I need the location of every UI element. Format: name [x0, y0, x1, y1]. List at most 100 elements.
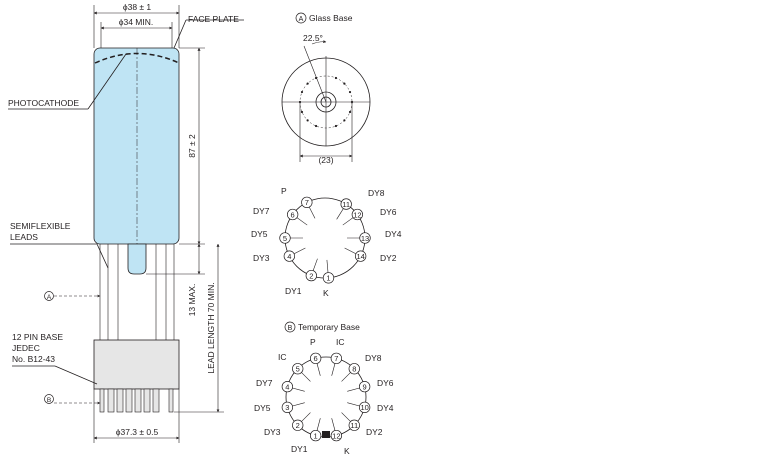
pin-number: 2 — [309, 271, 313, 280]
pin-number-circle — [286, 208, 299, 221]
pin-number: 5 — [296, 365, 300, 374]
pin-number: 3 — [285, 403, 289, 412]
pin-number: 7 — [334, 354, 338, 363]
pin-number-circle — [301, 196, 313, 209]
pin-number: 9 — [363, 382, 367, 391]
pin-number-circle — [292, 419, 304, 431]
pin-number-circle — [340, 198, 352, 210]
pin-number: 4 — [285, 382, 289, 391]
pin-b-label-dy1: DY1 — [291, 444, 308, 454]
tip-max-label: 13 MAX. — [187, 284, 197, 317]
glass-base-pin-dot — [300, 110, 304, 114]
glass-base-pin-dot — [334, 124, 338, 128]
glass-base-pin-dot — [314, 124, 318, 128]
glass-base-pin-dot — [343, 82, 346, 85]
pin-number: 1 — [314, 431, 318, 440]
pin-a-label-dy3: DY3 — [253, 253, 270, 263]
pin-b-label-dy6: DY6 — [377, 378, 394, 388]
exhaust-tip — [127, 243, 147, 275]
pin-number: 11 — [350, 421, 358, 430]
pin-number-circle — [358, 380, 371, 393]
svg-text:DY8: DY8 — [368, 188, 385, 198]
pin-number: 12 — [353, 210, 361, 219]
pin-a-label-dy5: DY5 — [251, 229, 268, 239]
glass-base-pin-dot — [343, 119, 346, 122]
glass-base-marker — [295, 12, 307, 24]
glass-base-dimension: (23) — [318, 155, 333, 165]
glass-base-pin-dot — [306, 82, 309, 85]
pin-number-circle — [348, 363, 360, 375]
pin-number: 14 — [356, 252, 364, 261]
min-diameter-label: ϕ34 MIN. — [119, 17, 154, 27]
section-b-letter: B — [47, 397, 51, 404]
section-a-letter: A — [47, 294, 52, 301]
glass-base-pin-dot — [348, 90, 352, 94]
pin-b-label-dy8: DY8 — [365, 353, 382, 363]
pin-number-circle — [309, 352, 322, 365]
pin-number-circle — [281, 401, 294, 414]
base-label-2: JEDEC — [12, 343, 40, 353]
semiflexible-label-2: LEADS — [10, 232, 38, 242]
pin-b-label-dy2: DY2 — [366, 427, 383, 437]
pin-number: 5 — [283, 234, 287, 243]
pin-number-circle — [279, 232, 291, 244]
temporary-base-title: Temporary Base — [298, 322, 360, 332]
pin-a-label-p: P — [281, 186, 287, 196]
pin-number-circle — [305, 269, 317, 282]
pin-number-circle — [348, 419, 360, 431]
base-label-1: 12 PIN BASE — [12, 332, 63, 342]
pin-b-label-k: K — [344, 446, 350, 456]
pin-b-label-dy7: DY7 — [256, 378, 273, 388]
pin-number-circle — [359, 232, 371, 244]
pin-number: 1 — [326, 274, 330, 283]
pin-b-label-p: P — [310, 337, 316, 347]
pin-number-circle — [351, 208, 364, 221]
glass-base-pin-dot — [306, 119, 309, 122]
temporary-base-key — [322, 431, 330, 438]
section-a-marker — [44, 291, 54, 301]
pin-number: 10 — [360, 403, 368, 412]
temporary-base-view: B Temporary Base P IC IC DY8 DY7 DY6 DY5… — [254, 321, 394, 456]
pin-b-label-ic-right: IC — [336, 337, 345, 347]
glass-base-marker-letter: A — [299, 16, 304, 23]
face-plate-label: FACE PLATE — [188, 14, 239, 24]
glass-base-pin-dots — [298, 76, 354, 128]
pin-a-label-dy8: DY8 — [368, 188, 385, 198]
pin-number-circle — [281, 380, 294, 393]
glass-base-title: Glass Base — [309, 13, 353, 23]
pin-number: 12 — [332, 431, 340, 440]
base-label-3: No. B12-43 — [12, 354, 55, 364]
outer-diameter-label: ϕ38 ± 1 — [123, 2, 152, 12]
pin-number-circle — [283, 250, 296, 262]
pin-number-circle — [292, 363, 304, 375]
base-body — [93, 339, 180, 390]
pin-number: 4 — [287, 252, 291, 261]
pin-number: 6 — [291, 210, 295, 219]
glass-base-view: A Glass Base 22.5° (23) — [281, 12, 371, 165]
pin-a-label-dy4: DY4 — [385, 229, 402, 239]
glass-base-pin-dot — [350, 100, 354, 104]
pin-number: 8 — [352, 365, 356, 374]
temporary-base-marker-letter: B — [288, 325, 293, 332]
semiflexible-label-1: SEMIFLEXIBLE — [10, 221, 71, 231]
pin-b-label-dy4: DY4 — [377, 403, 394, 413]
section-b-marker — [44, 394, 54, 404]
pin-a-label-dy2: DY2 — [380, 253, 397, 263]
length-label: 87 ± 2 — [187, 134, 197, 158]
pin-number-circle — [354, 250, 367, 262]
glass-base-pin-dot — [334, 76, 338, 80]
pin-a-label-dy1: DY1 — [285, 286, 302, 296]
pin-b-label-dy5: DY5 — [254, 403, 271, 413]
temporary-base-marker — [284, 321, 296, 333]
pin-number: 7 — [305, 198, 309, 207]
pin-b-label-dy3: DY3 — [264, 427, 281, 437]
side-view: ϕ38 ± 1 ϕ34 MIN. FACE PLATE PHOTOCATHODE… — [8, 2, 244, 443]
pin-number-circle — [322, 272, 335, 284]
glass-base-pin-dot — [314, 76, 318, 80]
pin-number-circle — [309, 429, 322, 442]
pin-number-circle — [330, 429, 343, 442]
lead-length-label: LEAD LENGTH 70 MIN. — [206, 282, 216, 373]
pin-a-label-dy7: DY7 — [253, 206, 270, 216]
